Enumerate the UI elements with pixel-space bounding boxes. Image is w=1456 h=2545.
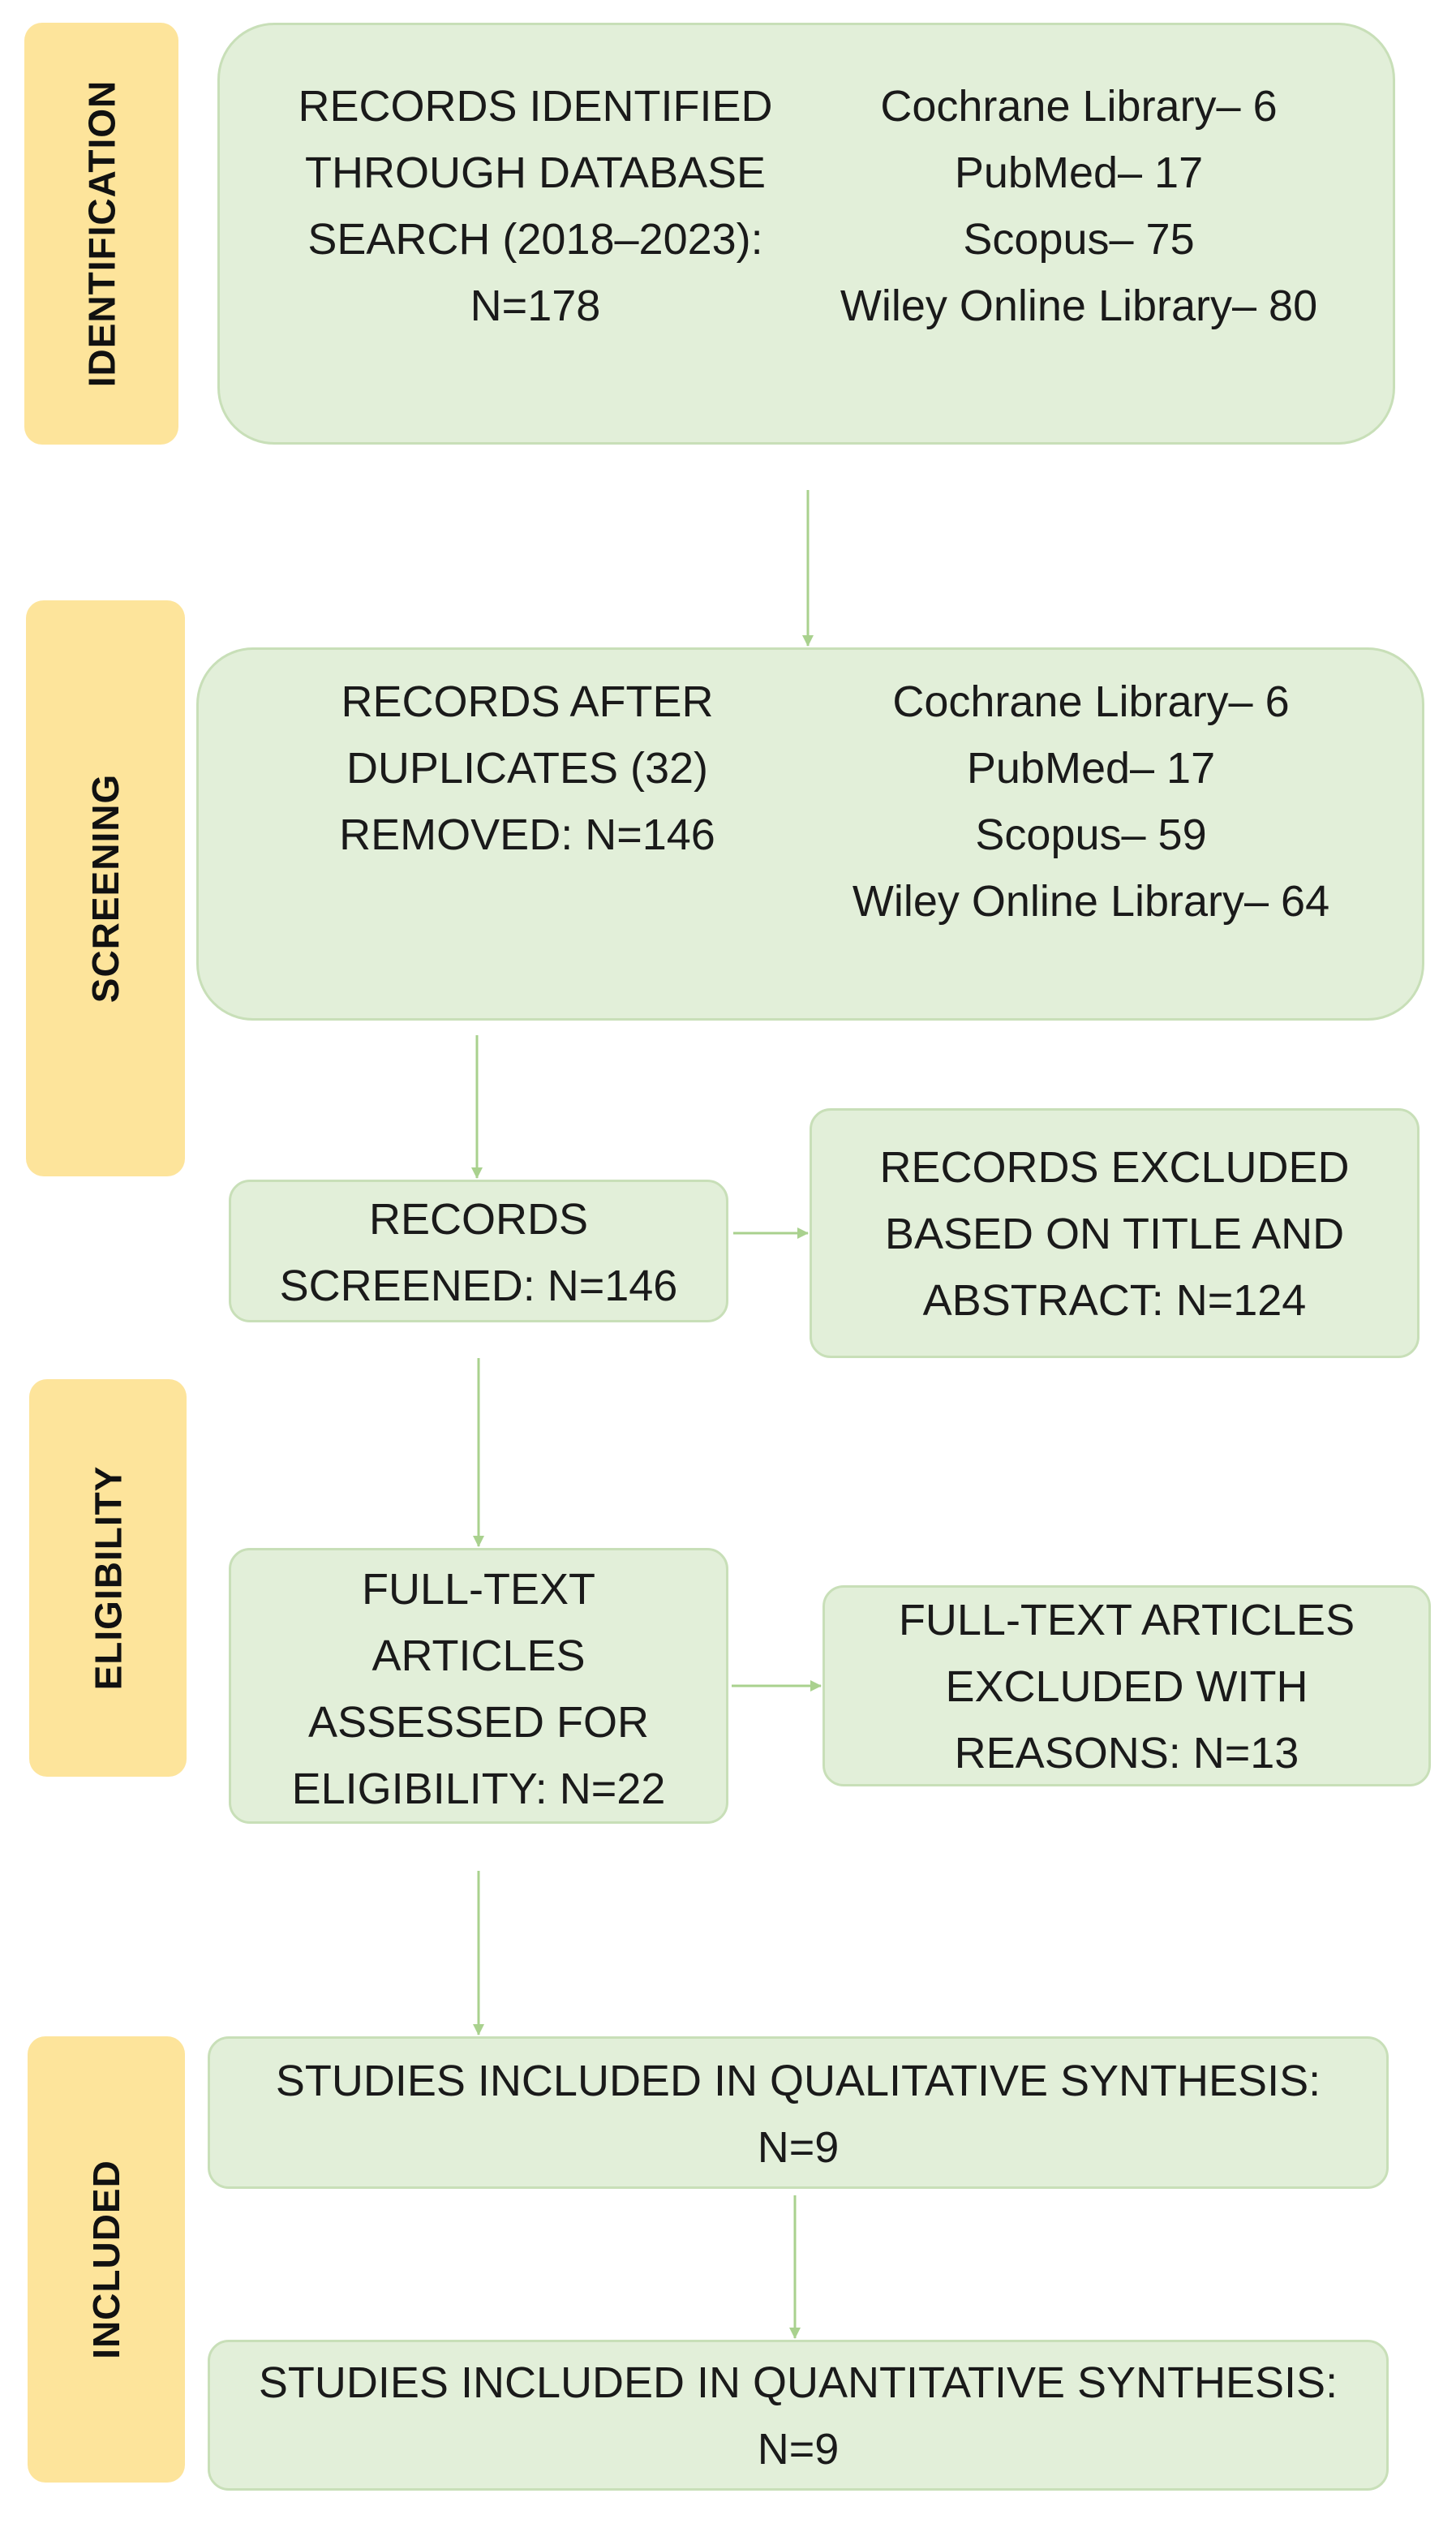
fulltext-line: ELIGIBILITY: N=22 xyxy=(291,1765,666,1813)
dedup-main-text: RECORDS AFTER DUPLICATES (32) REMOVED: N… xyxy=(280,668,775,868)
screened-text: RECORDS SCREENED: N=146 xyxy=(229,1186,728,1319)
identification-main-line: THROUGH DATABASE xyxy=(304,148,767,197)
phase-screening: SCREENING xyxy=(26,600,185,1176)
identification-main-line: RECORDS IDENTIFIED xyxy=(298,82,773,131)
excluded-title-line: RECORDS EXCLUDED xyxy=(879,1143,1350,1192)
identification-main-text: RECORDS IDENTIFIED THROUGH DATABASE SEAR… xyxy=(292,73,779,339)
dedup-box xyxy=(196,647,1424,1021)
identification-sources: Cochrane Library– 6 PubMed– 17 Scopus– 7… xyxy=(803,73,1355,339)
screened-line: SCREENED: N=146 xyxy=(279,1262,678,1310)
fulltext-line: FULL-TEXT xyxy=(361,1565,596,1614)
excluded-title-box xyxy=(810,1108,1419,1358)
phase-identification: IDENTIFICATION xyxy=(24,23,178,445)
qualitative-line: N=9 xyxy=(757,2123,840,2172)
screened-box xyxy=(229,1180,728,1322)
fulltext-excluded-line: EXCLUDED WITH xyxy=(945,1662,1308,1711)
excluded-title-line: BASED ON TITLE AND xyxy=(884,1210,1345,1258)
quantitative-line: N=9 xyxy=(757,2425,840,2474)
identification-main-line: N=178 xyxy=(470,282,601,330)
source-cochrane: Cochrane Library– 6 xyxy=(892,677,1290,726)
source-pubmed: PubMed– 17 xyxy=(966,744,1216,793)
source-scopus: Scopus– 59 xyxy=(975,810,1207,859)
quantitative-box xyxy=(208,2340,1389,2491)
identification-main-line: SEARCH (2018–2023): xyxy=(307,215,763,264)
source-wiley: Wiley Online Library– 64 xyxy=(852,877,1330,926)
fulltext-excluded-box xyxy=(822,1585,1431,1786)
dedup-main-line: REMOVED: N=146 xyxy=(339,810,715,859)
source-pubmed: PubMed– 17 xyxy=(954,148,1204,197)
screened-line: RECORDS xyxy=(368,1195,589,1244)
source-cochrane: Cochrane Library– 6 xyxy=(880,82,1278,131)
excluded-title-text: RECORDS EXCLUDED BASED ON TITLE AND ABST… xyxy=(810,1134,1419,1334)
quantitative-text: STUDIES INCLUDED IN QUANTITATIVE SYNTHES… xyxy=(208,2349,1389,2483)
identification-box xyxy=(217,23,1395,445)
fulltext-box xyxy=(229,1548,728,1824)
fulltext-excluded-line: REASONS: N=13 xyxy=(954,1729,1299,1778)
qualitative-box xyxy=(208,2036,1389,2189)
dedup-sources: Cochrane Library– 6 PubMed– 17 Scopus– 5… xyxy=(815,668,1367,935)
fulltext-line: ASSESSED FOR xyxy=(307,1698,650,1747)
dedup-main-line: DUPLICATES (32) xyxy=(346,744,709,793)
qualitative-text: STUDIES INCLUDED IN QUALITATIVE SYNTHESI… xyxy=(208,2048,1389,2181)
fulltext-excluded-line: FULL-TEXT ARTICLES xyxy=(898,1596,1355,1644)
quantitative-line: STUDIES INCLUDED IN QUANTITATIVE SYNTHES… xyxy=(258,2358,1338,2407)
phase-included: INCLUDED xyxy=(28,2036,185,2483)
source-wiley: Wiley Online Library– 80 xyxy=(840,282,1318,330)
fulltext-text: FULL-TEXT ARTICLES ASSESSED FOR ELIGIBIL… xyxy=(229,1556,728,1822)
fulltext-excluded-text: FULL-TEXT ARTICLES EXCLUDED WITH REASONS… xyxy=(822,1587,1431,1786)
source-scopus: Scopus– 75 xyxy=(963,215,1195,264)
fulltext-line: ARTICLES xyxy=(372,1631,586,1680)
dedup-main-line: RECORDS AFTER xyxy=(341,677,714,726)
excluded-title-line: ABSTRACT: N=124 xyxy=(922,1276,1307,1325)
qualitative-line: STUDIES INCLUDED IN QUALITATIVE SYNTHESI… xyxy=(275,2057,1321,2105)
phase-eligibility: ELIGIBILITY xyxy=(29,1379,187,1777)
